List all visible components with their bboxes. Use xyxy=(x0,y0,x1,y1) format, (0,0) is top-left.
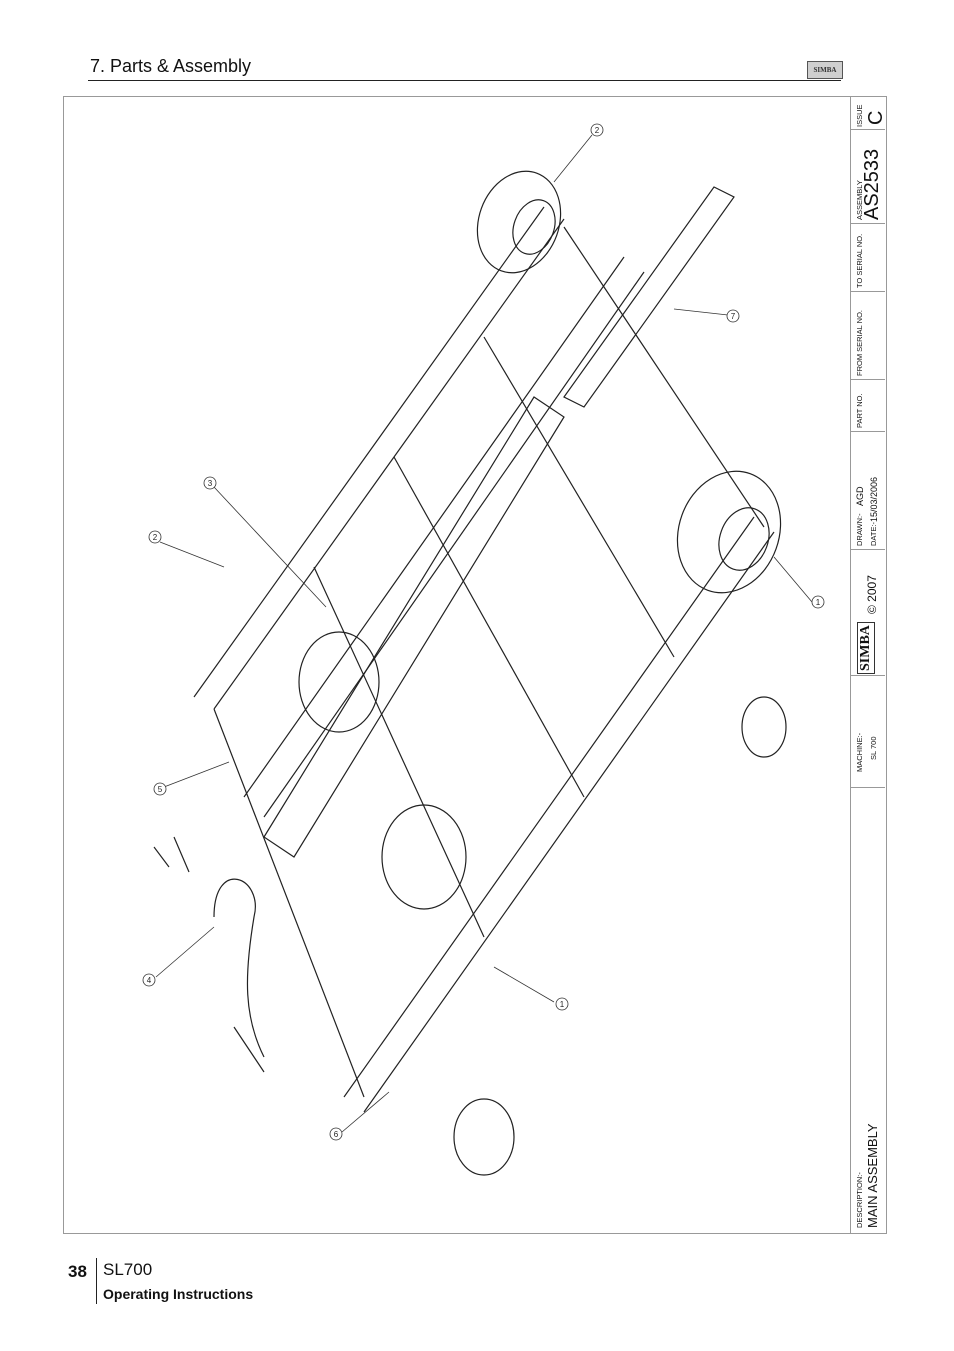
drawing-frame: 2 7 3 2 1 5 4 1 6 ISSUE C ASSEMBLY AS253… xyxy=(63,96,887,1234)
title-block: ISSUE C ASSEMBLY AS2533 TO SERIAL NO. FR… xyxy=(850,97,887,1234)
callout-label: 1 xyxy=(816,598,821,607)
callout-label: 7 xyxy=(731,312,736,321)
to-serial-cell: TO SERIAL NO. xyxy=(851,223,885,292)
callout-label: 2 xyxy=(153,533,158,542)
callout-label: 4 xyxy=(147,976,152,985)
document-subtitle: Operating Instructions xyxy=(103,1286,254,1302)
assembly-cell: ASSEMBLY AS2533 xyxy=(851,129,885,224)
part-no-cell: PART NO. xyxy=(851,379,885,432)
model-name: SL700 xyxy=(103,1260,153,1279)
callout-label: 3 xyxy=(208,479,213,488)
callout-label: 1 xyxy=(560,1000,565,1009)
header-divider xyxy=(88,80,841,81)
page-number: 38 xyxy=(68,1262,87,1281)
description-cell: DESCRIPTION:- MAIN ASSEMBLY xyxy=(851,787,885,1234)
brand-cell: © 2007 SIMBA xyxy=(851,549,885,676)
from-serial-cell: FROM SERIAL NO. xyxy=(851,291,885,380)
callout-label: 6 xyxy=(334,1130,339,1139)
drawn-date-cell: DRAWN:- AGD DATE:- 15/03/2006 xyxy=(851,431,885,550)
callout-label: 5 xyxy=(158,785,163,794)
footer-divider xyxy=(96,1258,97,1304)
machine-cell: MACHINE:- SL 700 xyxy=(851,675,885,788)
callout-label: 2 xyxy=(595,126,600,135)
simba-logo: SIMBA xyxy=(857,622,875,674)
page-section-title: 7. Parts & Assembly xyxy=(90,56,252,76)
issue-cell: ISSUE C xyxy=(855,104,887,127)
brand-logo: SIMBA xyxy=(807,61,843,79)
assembly-drawing: 2 7 3 2 1 5 4 1 6 xyxy=(142,123,825,1176)
